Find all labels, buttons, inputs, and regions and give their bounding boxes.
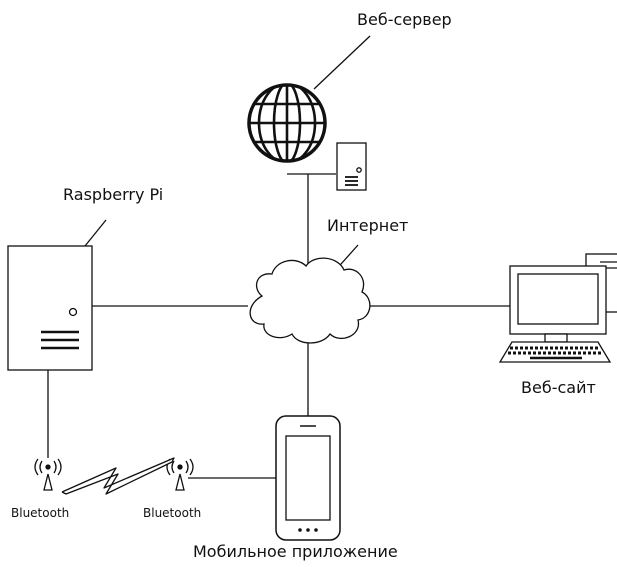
wireless-link [61, 457, 175, 495]
label-website: Веб-сайт [521, 378, 596, 397]
smartphone-icon [275, 415, 341, 541]
monitor-icon [509, 253, 617, 343]
callout-raspberry-pi [84, 219, 107, 247]
bluetooth-antenna-icon [166, 458, 194, 491]
globe-icon [247, 83, 327, 163]
cloud-icon [249, 257, 371, 344]
label-web-server: Веб-сервер [357, 10, 452, 29]
label-bluetooth-right: Bluetooth [143, 506, 202, 520]
connections [47, 35, 512, 479]
label-mobile-app: Мобильное приложение [193, 542, 398, 561]
desktop-tower-icon [7, 245, 93, 371]
bluetooth-antenna-icon [34, 458, 62, 491]
label-raspberry-pi: Raspberry Pi [63, 185, 164, 204]
label-bluetooth-left: Bluetooth [11, 506, 70, 520]
keyboard-icon [498, 341, 612, 363]
server-icon [336, 142, 367, 191]
label-internet: Интернет [327, 216, 409, 235]
callout-web-server [313, 35, 371, 90]
